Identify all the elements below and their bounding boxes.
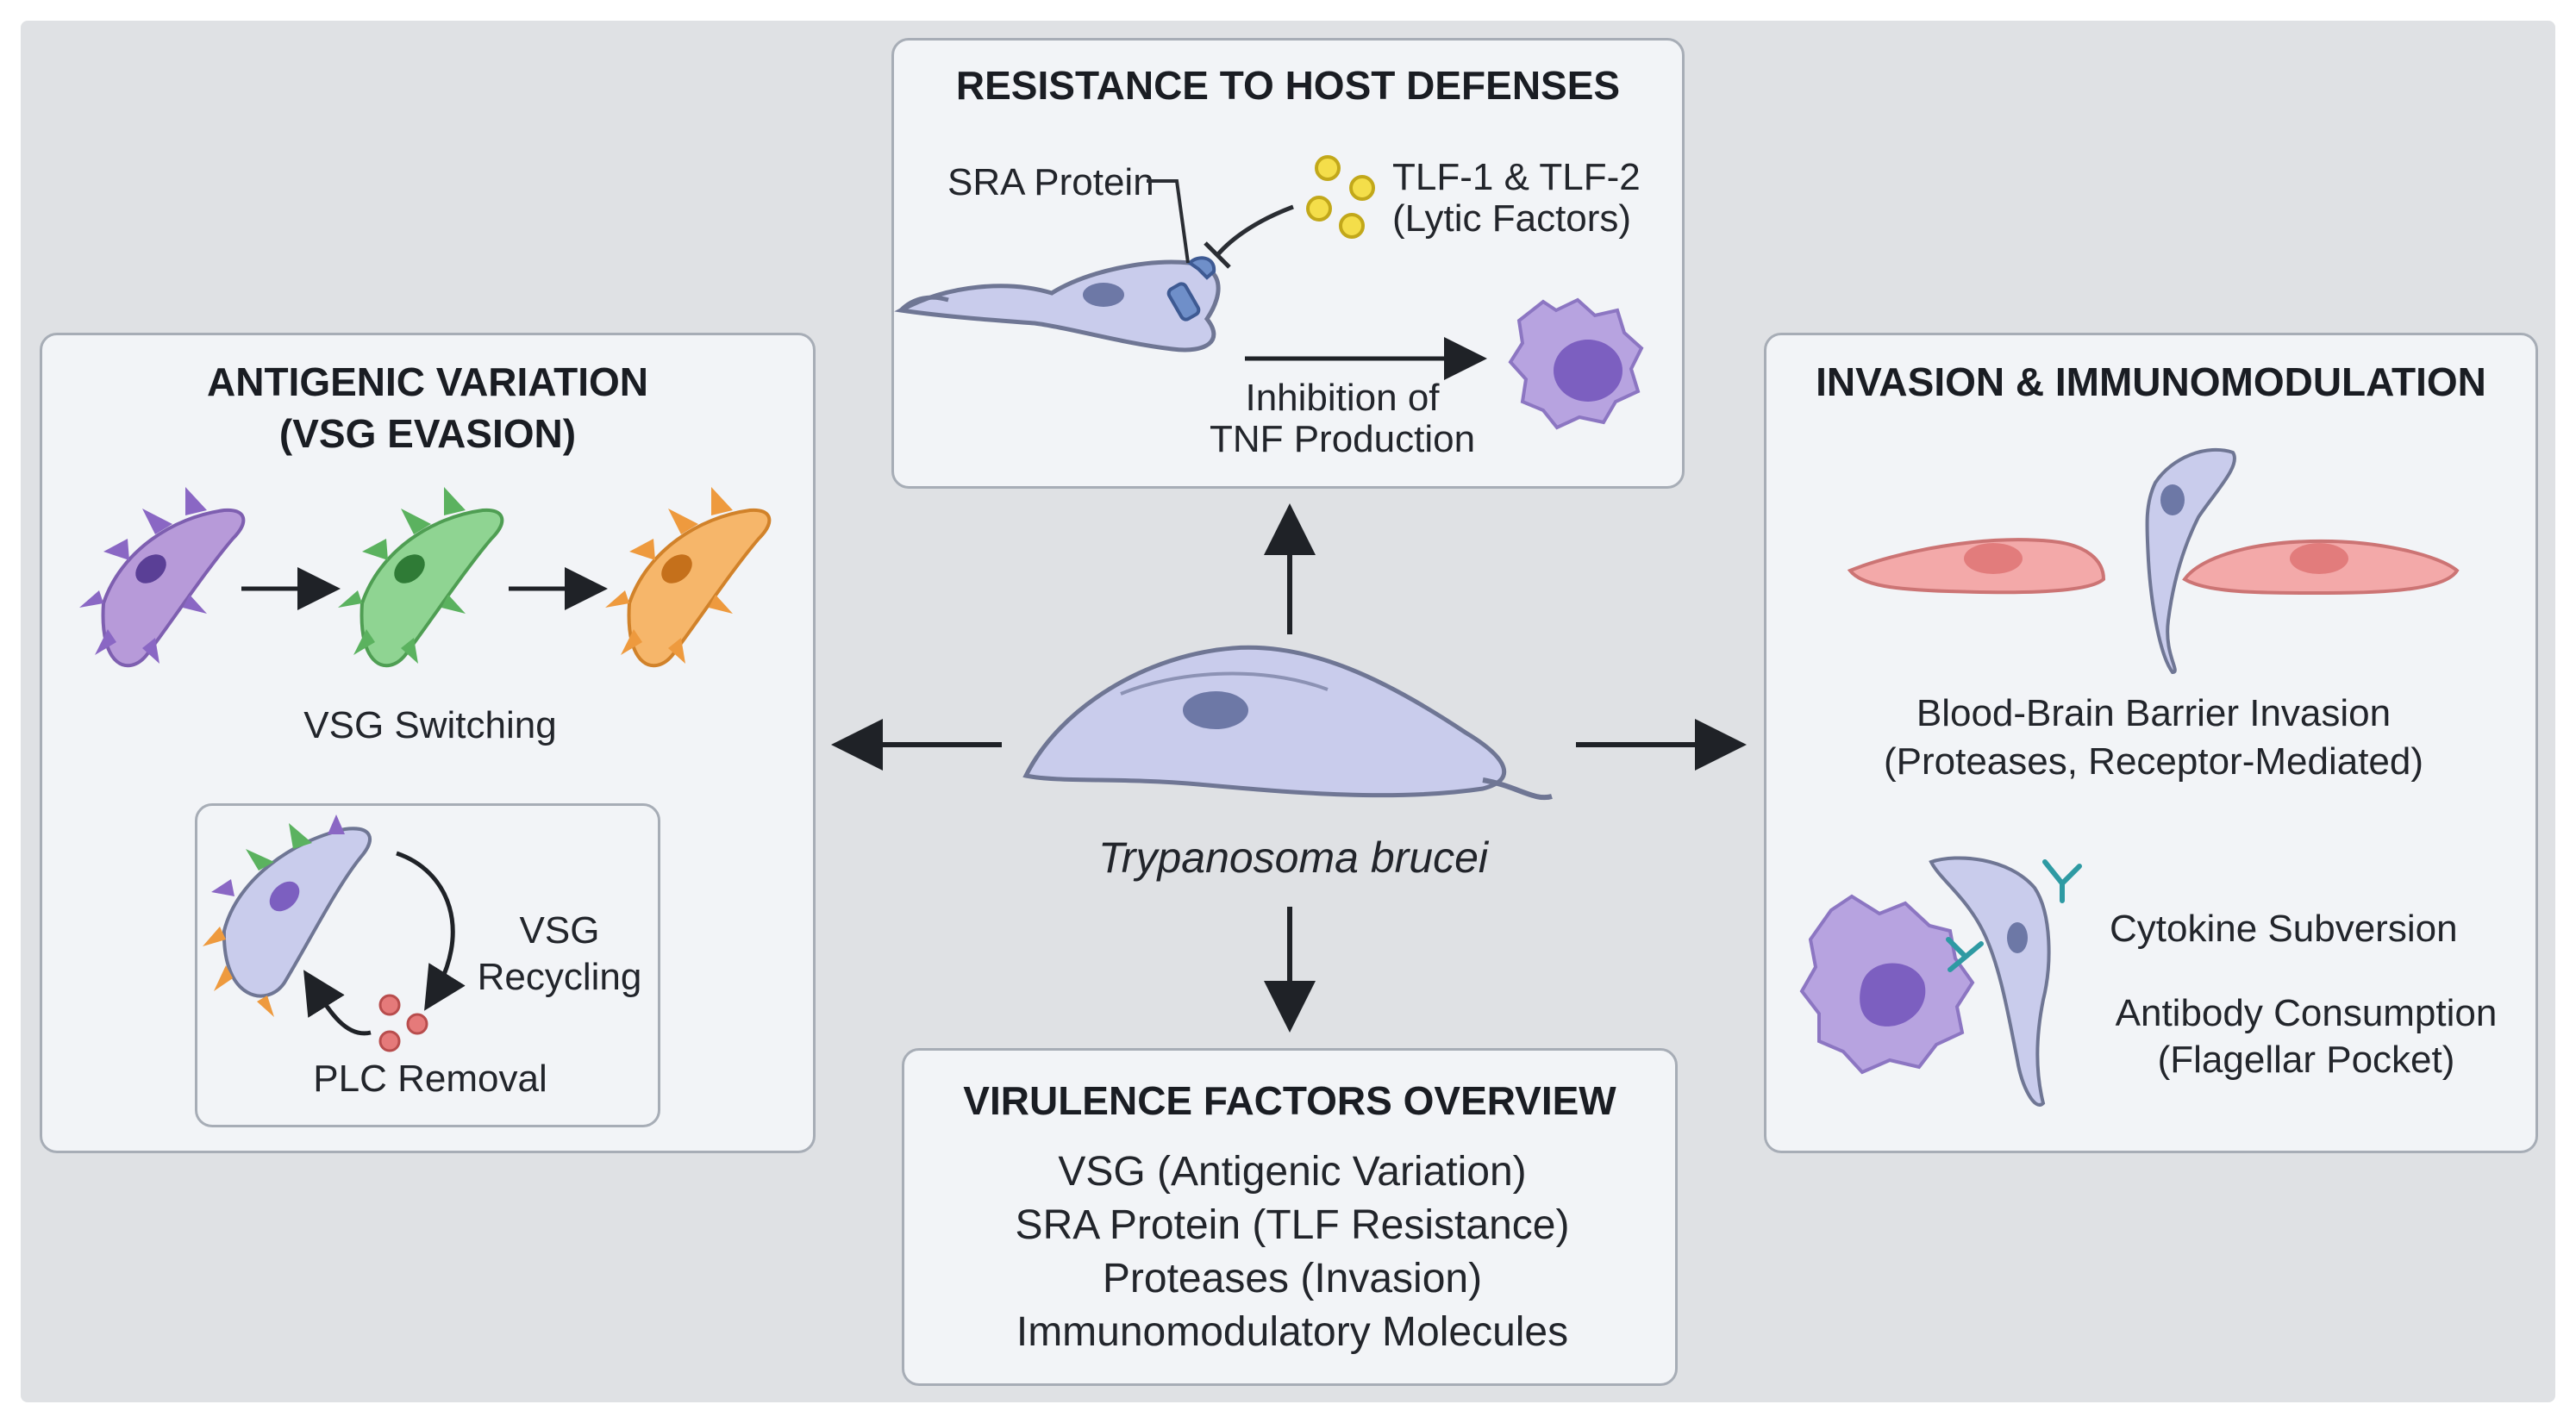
antibody-consumption-line1: Antibody Consumption bbox=[2115, 992, 2498, 1034]
tlf-label-line1: TLF-1 & TLF-2 bbox=[1392, 156, 1641, 198]
resistance-panel: RESISTANCE TO HOST DEFENSES SRA Protein … bbox=[891, 38, 1685, 489]
lytic-factor-icons bbox=[1306, 155, 1375, 239]
bbb-label-line1: Blood-Brain Barrier Invasion bbox=[1916, 692, 2392, 734]
tlf-label-line2: (Lytic Factors) bbox=[1392, 197, 1632, 240]
antigenic-title-line1: ANTIGENIC VARIATION bbox=[207, 359, 648, 404]
recycling-cycle-arrows bbox=[303, 851, 466, 1036]
organism-label: Trypanosoma brucei bbox=[1097, 833, 1489, 882]
invading-trypanosome-icon bbox=[2145, 447, 2236, 675]
cytokine-subversion-label: Cytokine Subversion bbox=[2110, 908, 2458, 950]
center-arrows bbox=[831, 503, 1747, 1033]
tnf-label-line1: TNF Production bbox=[1209, 418, 1476, 460]
sra-leader-line bbox=[1147, 179, 1190, 264]
endothelial-cell-left-icon bbox=[1847, 538, 2106, 595]
plc-removal-label: PLC Removal bbox=[313, 1058, 547, 1100]
antibody-consumption-line2: (Flagellar Pocket) bbox=[2157, 1039, 2455, 1081]
virulence-title: VIRULENCE FACTORS OVERVIEW bbox=[963, 1078, 1616, 1123]
sra-protein-label: SRA Protein bbox=[947, 161, 1154, 203]
bbb-label-line2: (Proteases, Receptor-Mediated) bbox=[1883, 740, 2424, 783]
virulence-overview-panel: VIRULENCE FACTORS OVERVIEW VSG (Antigeni… bbox=[902, 1048, 1678, 1386]
resistance-title: RESISTANCE TO HOST DEFENSES bbox=[955, 63, 1621, 108]
macrophage-bottom-icon bbox=[1799, 894, 1975, 1075]
vsg-mixed-trypanosome-icon bbox=[203, 814, 372, 1017]
virulence-item: Immunomodulatory Molecules bbox=[1016, 1309, 1569, 1355]
tnf-label-line0: Inhibition of bbox=[1245, 377, 1440, 419]
plc-icons bbox=[378, 994, 428, 1052]
vsg-purple-icon bbox=[79, 487, 246, 668]
invasion-title: INVASION & IMMUNOMODULATION bbox=[1816, 359, 2486, 404]
vsg-recycling-label-line2: Recycling bbox=[477, 956, 642, 998]
vsg-switching-label: VSG Switching bbox=[303, 704, 557, 746]
virulence-item: VSG (Antigenic Variation) bbox=[1058, 1149, 1527, 1195]
vsg-orange-icon bbox=[605, 487, 772, 668]
antibody-icons bbox=[1946, 859, 2082, 972]
endothelial-cell-right-icon bbox=[2182, 539, 2460, 596]
inhibition-line bbox=[1204, 204, 1294, 269]
flagellar-pocket-trypanosome-icon bbox=[1929, 856, 2051, 1107]
trypanosoma-center-icon bbox=[1022, 645, 1553, 801]
vsg-recycling-label-line1: VSG bbox=[519, 909, 600, 952]
virulence-item: SRA Protein (TLF Resistance) bbox=[1015, 1202, 1570, 1248]
macrophage-top-icon bbox=[1508, 297, 1644, 430]
vsg-green-icon bbox=[338, 487, 504, 668]
virulence-item: Proteases (Invasion) bbox=[1102, 1256, 1483, 1301]
antigenic-title-line2: (VSG EVASION) bbox=[278, 411, 577, 456]
sra-trypanosome-icon bbox=[894, 259, 1221, 353]
sra-protein-icon bbox=[1166, 256, 1216, 321]
